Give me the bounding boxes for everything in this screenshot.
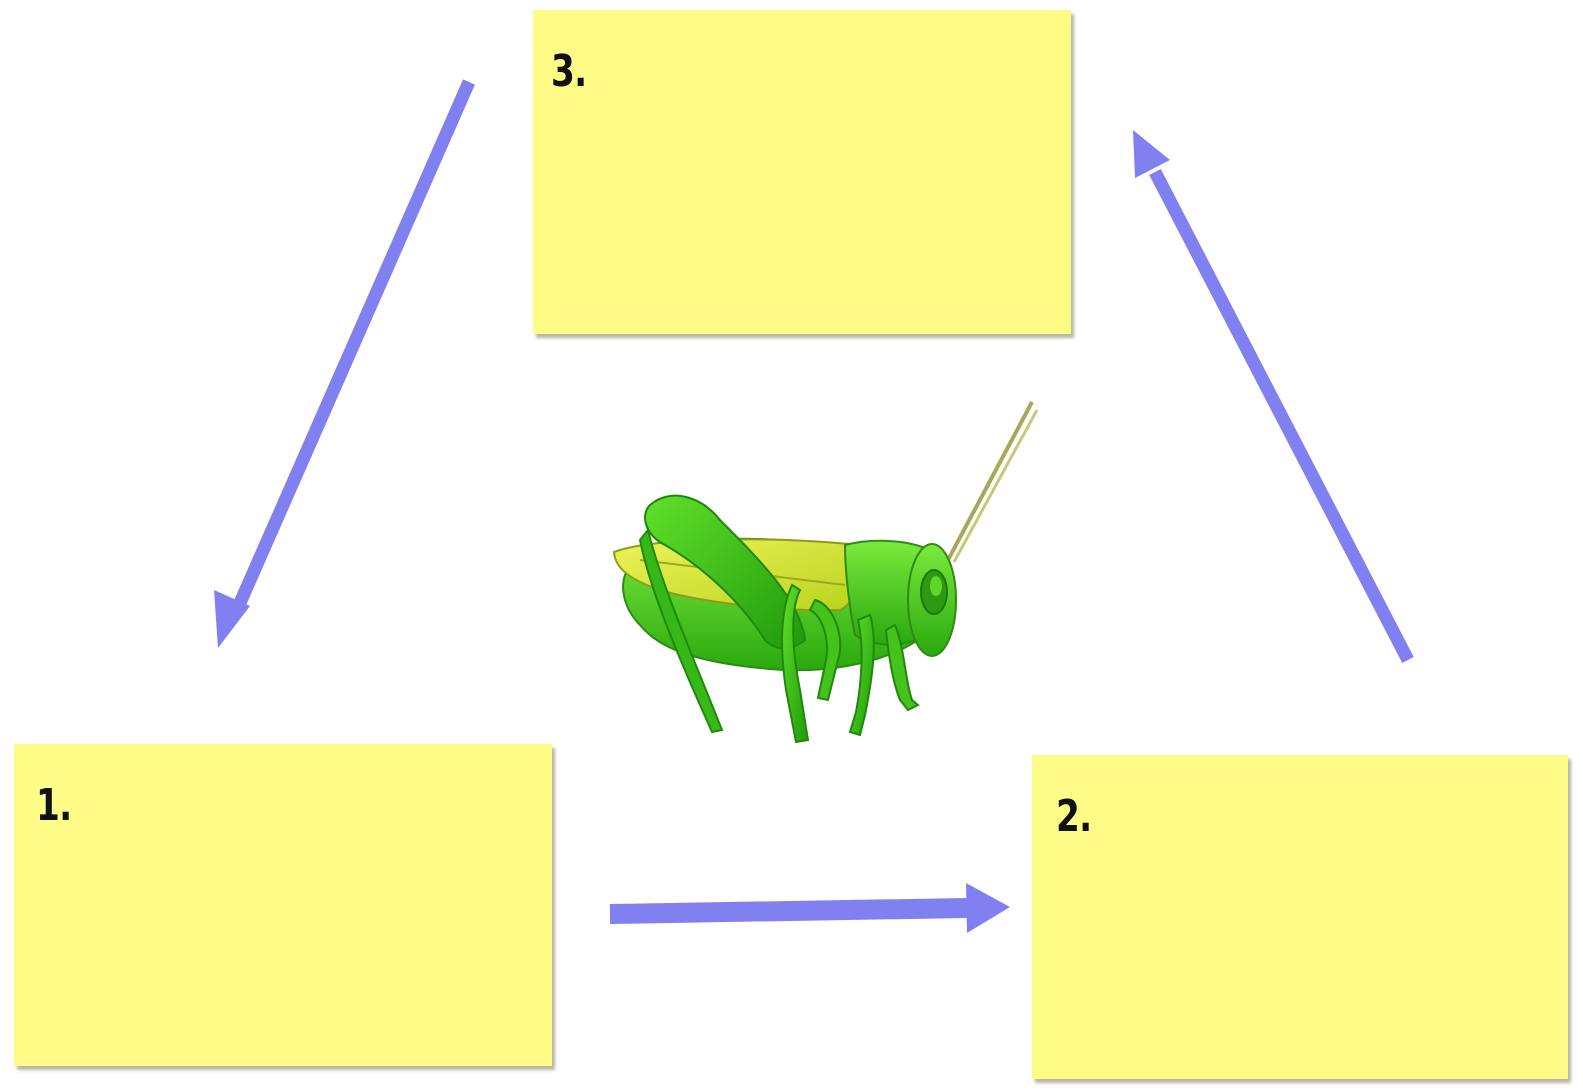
arrow-1-to-2 [609, 883, 1010, 933]
arrow-3-to-1 [214, 79, 475, 648]
stage-box-2: 2. [1032, 755, 1568, 1079]
stage-box-1: 1. [14, 744, 552, 1066]
stage-number-1: 1. [36, 780, 72, 831]
grasshopper-icon [612, 401, 1039, 744]
stage-number-2: 2. [1056, 791, 1092, 842]
arrow-2-to-3 [1133, 130, 1414, 663]
stage-box-3: 3. [533, 10, 1071, 334]
stage-number-3: 3. [551, 46, 587, 97]
